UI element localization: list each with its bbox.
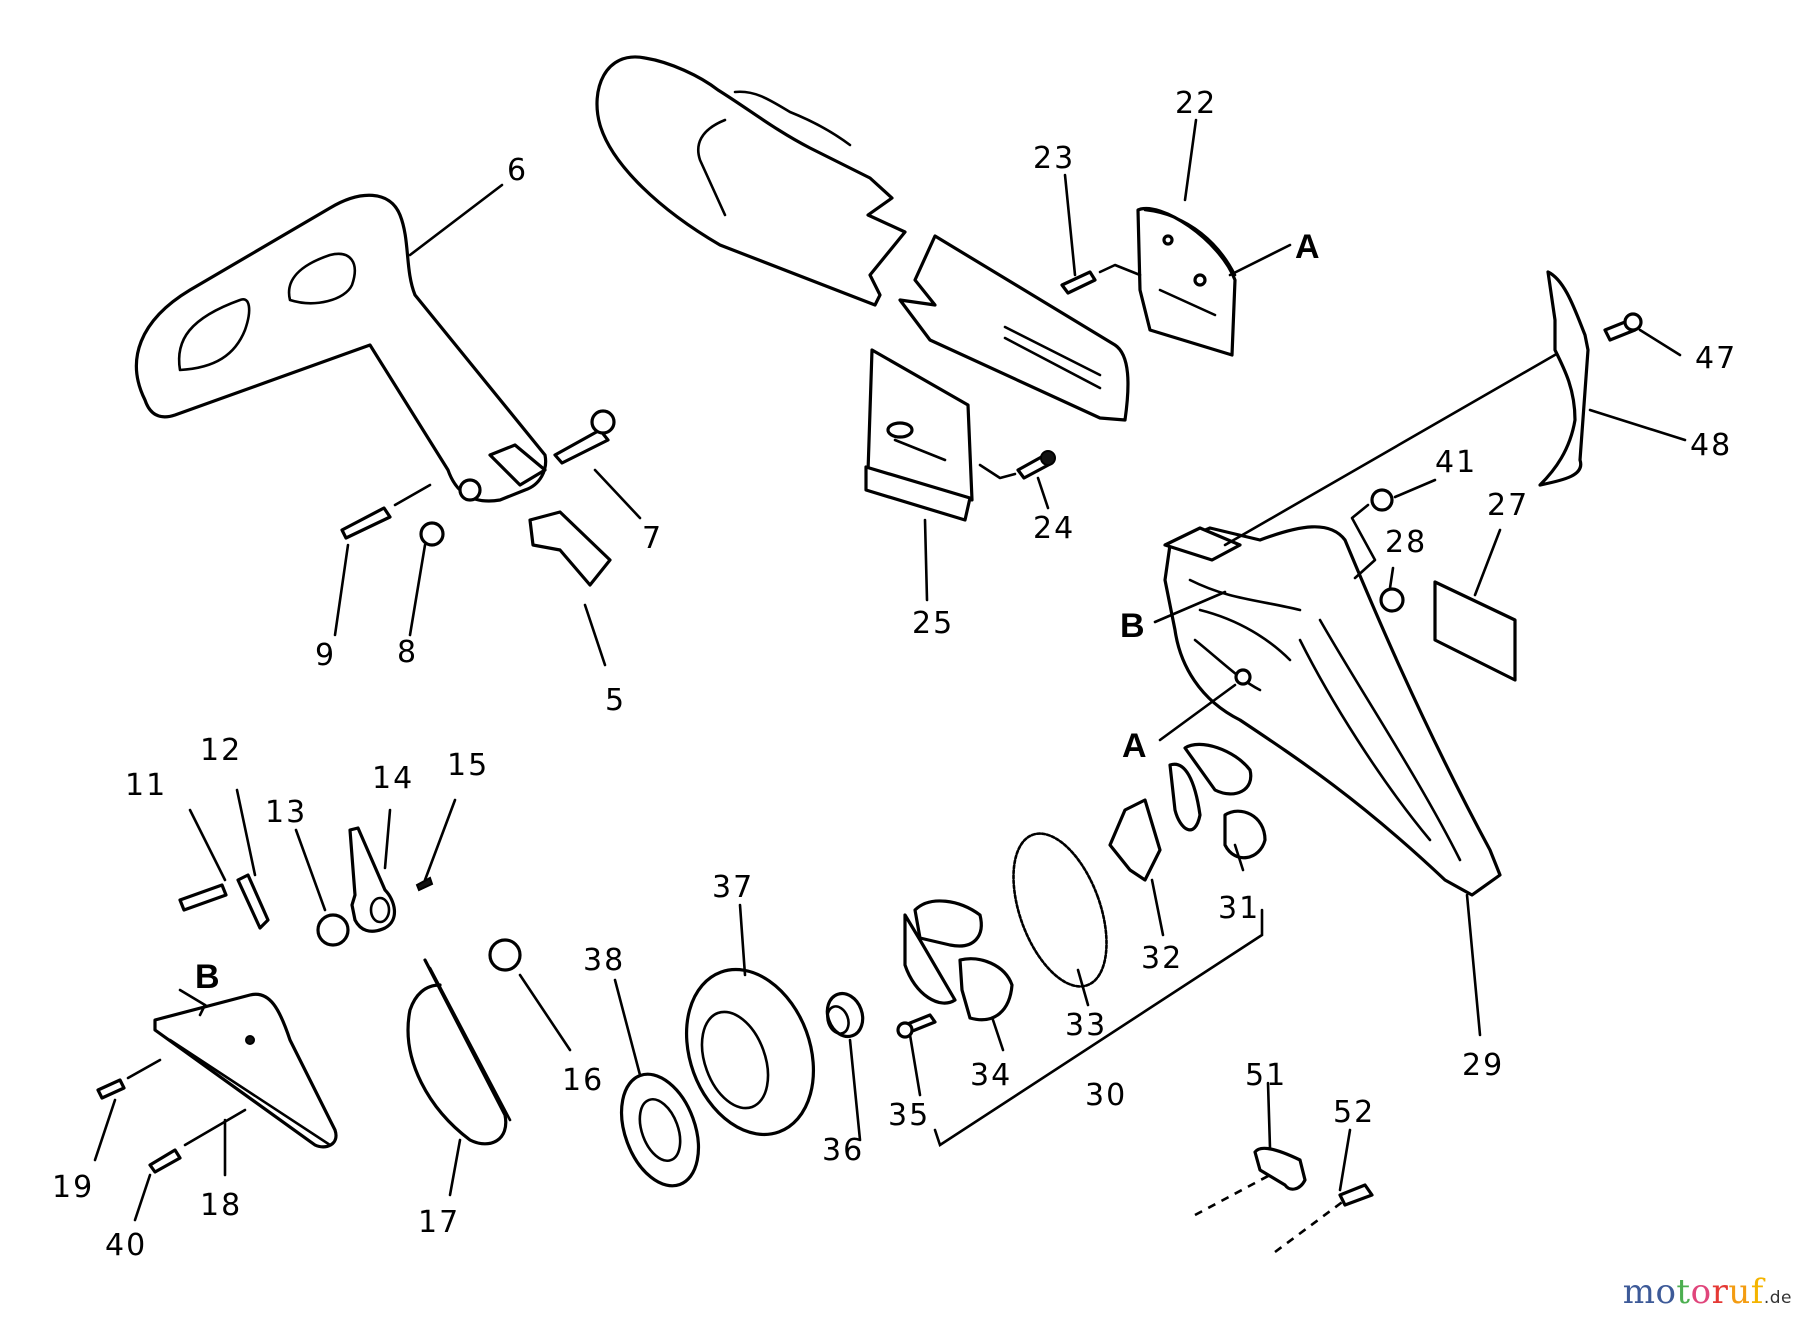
- cover-18: [153, 992, 338, 1149]
- part-label-37: 37: [712, 870, 754, 905]
- assembly-line: [1223, 350, 1562, 547]
- screw-35: [896, 1013, 937, 1039]
- link-12: [236, 873, 270, 930]
- part-label-13: 13: [265, 795, 307, 830]
- bar-plate: [898, 234, 1130, 422]
- watermark-letter: f: [1750, 1272, 1764, 1312]
- watermark-letter: m: [1622, 1272, 1656, 1312]
- part-label-12: 12: [200, 733, 242, 768]
- leader-lines: [93, 118, 1687, 1222]
- part-label-14: 14: [372, 761, 414, 796]
- brake-band-17: [406, 958, 512, 1146]
- part-label-11: 11: [125, 768, 167, 803]
- part-label-34: 34: [970, 1058, 1012, 1093]
- part-label-19: 19: [52, 1170, 94, 1205]
- guide-bar: [595, 55, 907, 307]
- part-label-22: 22: [1175, 86, 1217, 121]
- ref-b-cover: B: [195, 958, 220, 996]
- part-label-32: 32: [1141, 941, 1183, 976]
- part-label-30: 30: [1085, 1078, 1127, 1113]
- screw-40: [148, 1108, 247, 1174]
- part-label-52: 52: [1333, 1095, 1375, 1130]
- watermark-suffix: .de: [1763, 1288, 1792, 1308]
- part-label-23: 23: [1033, 141, 1075, 176]
- lever-14: [348, 826, 396, 933]
- part-label-17: 17: [418, 1205, 460, 1240]
- clutch-shoes-34: [903, 899, 1014, 1022]
- part-label-51: 51: [1245, 1058, 1287, 1093]
- part-label-47: 47: [1695, 341, 1737, 376]
- nut-28: [1379, 587, 1405, 613]
- clip-5: [528, 510, 612, 587]
- part-label-27: 27: [1487, 488, 1529, 523]
- part-label-9: 9: [315, 638, 336, 673]
- part-label-41: 41: [1435, 445, 1477, 480]
- watermark-letter: o: [1655, 1272, 1677, 1312]
- spring-33: [1012, 832, 1108, 988]
- part-label-16: 16: [562, 1063, 604, 1098]
- pin-9: [340, 483, 432, 540]
- clutch-drum-37: [684, 967, 816, 1137]
- watermark-letter: r: [1711, 1272, 1729, 1312]
- part-label-29: 29: [1462, 1048, 1504, 1083]
- screw-24: [978, 450, 1056, 480]
- part-label-36: 36: [822, 1133, 864, 1168]
- part-label-48: 48: [1690, 428, 1732, 463]
- part-label-31: 31: [1218, 891, 1260, 926]
- bolt-47: [1603, 312, 1643, 342]
- part-label-40: 40: [105, 1228, 147, 1263]
- part-label-5: 5: [605, 683, 626, 718]
- spring-holder-32: [1108, 798, 1162, 882]
- part-25-plate: [864, 348, 974, 522]
- screw-23: [1060, 263, 1142, 295]
- bushing-13: [316, 913, 350, 947]
- part-label-15: 15: [447, 748, 489, 783]
- ref-a-top: A: [1295, 228, 1320, 266]
- part-label-18: 18: [200, 1188, 242, 1223]
- part-22-side-plate: [1136, 206, 1237, 357]
- part-label-35: 35: [888, 1098, 930, 1133]
- bolt-7: [553, 409, 616, 465]
- part-label-25: 25: [912, 606, 954, 641]
- watermark-letter: t: [1676, 1272, 1691, 1312]
- ref-a-case: A: [1122, 727, 1147, 765]
- nut-16: [488, 938, 522, 972]
- tool-52: [1274, 1183, 1374, 1254]
- nut-41: [1370, 488, 1394, 512]
- washer-8: [419, 521, 445, 547]
- watermark-letter: u: [1728, 1272, 1751, 1312]
- front-handle-6: [134, 193, 548, 503]
- part-label-38: 38: [583, 943, 625, 978]
- part-48-bracket: [1538, 270, 1590, 487]
- label-plate-27: [1433, 580, 1517, 682]
- bracket-30: [933, 908, 1264, 1148]
- part-label-8: 8: [397, 635, 418, 670]
- part-label-24: 24: [1033, 511, 1075, 546]
- pin-11: [178, 883, 228, 912]
- part-label-28: 28: [1385, 525, 1427, 560]
- ref-b-case: B: [1120, 607, 1145, 645]
- bracket-41-28: [1350, 503, 1377, 580]
- watermark-logo: motoruf.de: [1623, 1272, 1792, 1312]
- tool-51: [1194, 1146, 1307, 1217]
- part-label-7: 7: [642, 521, 663, 556]
- part-label-6: 6: [507, 153, 528, 188]
- part-label-33: 33: [1065, 1008, 1107, 1043]
- plates-31: [1168, 742, 1267, 860]
- screw-19: [96, 1058, 162, 1100]
- crankcase-29: [1163, 525, 1502, 897]
- watermark-letter: o: [1690, 1272, 1712, 1312]
- needle-bearing-36: [825, 991, 865, 1039]
